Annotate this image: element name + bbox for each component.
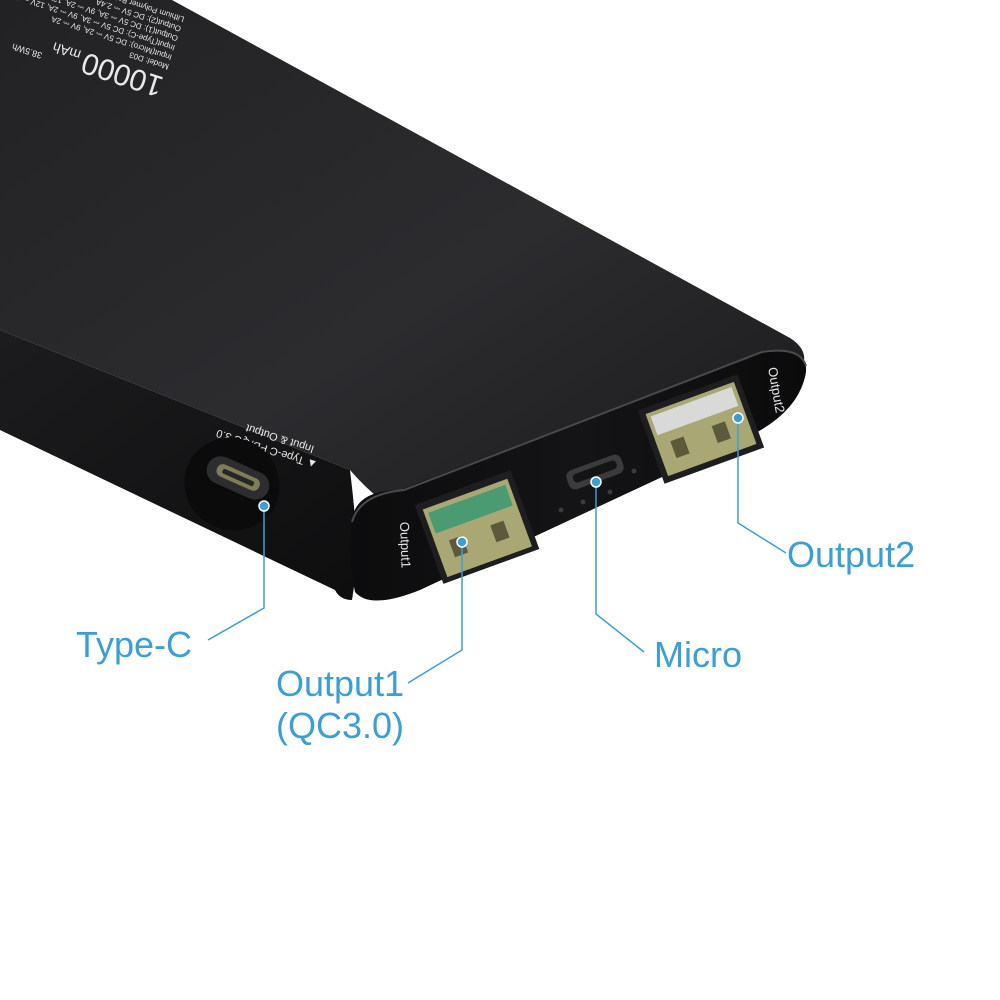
micro-leader-line	[595, 482, 645, 653]
output1-marker-dot	[456, 536, 468, 548]
callout-micro: Micro	[654, 634, 742, 675]
micro-usb-port	[566, 454, 624, 490]
output2-leader-line	[737, 418, 787, 554]
output2-marker-dot	[732, 412, 744, 424]
power-bank-edge-highlight	[351, 349, 807, 523]
power-bank-side-edge	[0, 330, 358, 600]
type-c-leader-line	[207, 508, 265, 641]
type-c-marker-dot	[258, 500, 270, 512]
callout-output1-qc: (QC3.0)	[276, 705, 405, 746]
type-c-port	[184, 437, 280, 531]
usb-a-port-output1	[414, 470, 540, 584]
led-indicator-dots	[558, 468, 637, 513]
micro-marker-dot	[590, 476, 602, 488]
callout-output2: Output2	[787, 534, 916, 575]
callout-type-c: Type-C	[76, 624, 193, 665]
usb-a-port-output2	[637, 374, 765, 484]
output1-leader-line	[407, 542, 463, 684]
output1-port-print: Output1	[397, 522, 414, 569]
power-bank-top-face	[0, 0, 805, 525]
callout-output1: Output1	[276, 663, 405, 704]
